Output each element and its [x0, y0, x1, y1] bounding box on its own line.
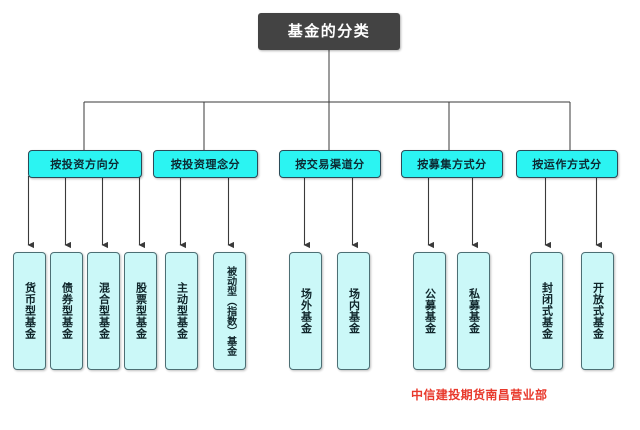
leaf-node-private-offering-fund[interactable]: 私募基金: [457, 252, 490, 370]
leaf-node-label: 场内基金: [347, 288, 361, 334]
leaf-node-hybrid-fund[interactable]: 混合型基金: [87, 252, 120, 370]
category-node-label: 按募集方式分: [417, 157, 487, 171]
root-node-fund-classification[interactable]: 基金的分类: [258, 13, 400, 50]
leaf-node-passive-index-fund[interactable]: 被动型（指数）基金: [213, 252, 246, 370]
root-node-label: 基金的分类: [287, 22, 371, 40]
leaf-node-closed-end-fund[interactable]: 封闭式基金: [530, 252, 563, 370]
category-node-by-fundraising-method[interactable]: 按募集方式分: [401, 150, 503, 178]
leaf-node-open-end-fund[interactable]: 开放式基金: [581, 252, 614, 370]
leaf-node-bond-fund[interactable]: 债券型基金: [50, 252, 83, 370]
category-node-label: 按投资理念分: [170, 157, 241, 171]
leaf-node-exchange-traded-fund[interactable]: 场内基金: [337, 252, 370, 370]
category-node-label: 按运作方式分: [532, 157, 602, 171]
leaf-node-label: 封闭式基金: [540, 282, 554, 340]
leaf-node-public-offering-fund[interactable]: 公募基金: [413, 252, 446, 370]
category-node-by-trading-channel[interactable]: 按交易渠道分: [279, 150, 381, 178]
leaf-node-label: 场外基金: [299, 288, 313, 334]
leaf-node-label: 货币型基金: [23, 282, 37, 340]
leaf-node-label: 主动型基金: [175, 282, 189, 340]
leaf-node-label: 公募基金: [423, 288, 437, 334]
leaf-node-equity-fund[interactable]: 股票型基金: [124, 252, 157, 370]
leaf-node-active-fund[interactable]: 主动型基金: [165, 252, 198, 370]
category-node-label: 按投资方向分: [50, 157, 120, 171]
leaf-node-label: 私募基金: [467, 288, 481, 334]
category-node-by-investment-philosophy[interactable]: 按投资理念分: [153, 150, 258, 178]
leaf-node-label: 股票型基金: [134, 282, 148, 340]
leaf-node-label: 被动型（指数）基金: [224, 266, 236, 356]
footer-watermark: 中信建投期货南昌营业部: [411, 388, 548, 402]
category-node-by-investment-direction[interactable]: 按投资方向分: [28, 150, 142, 178]
leaf-node-label: 开放式基金: [591, 282, 605, 340]
leaf-node-label: 混合型基金: [97, 282, 111, 340]
category-node-by-operation-method[interactable]: 按运作方式分: [516, 150, 618, 178]
leaf-node-label: 债券型基金: [60, 282, 74, 340]
leaf-node-money-market-fund[interactable]: 货币型基金: [13, 252, 46, 370]
category-node-label: 按交易渠道分: [295, 157, 365, 171]
leaf-node-otc-fund[interactable]: 场外基金: [289, 252, 322, 370]
